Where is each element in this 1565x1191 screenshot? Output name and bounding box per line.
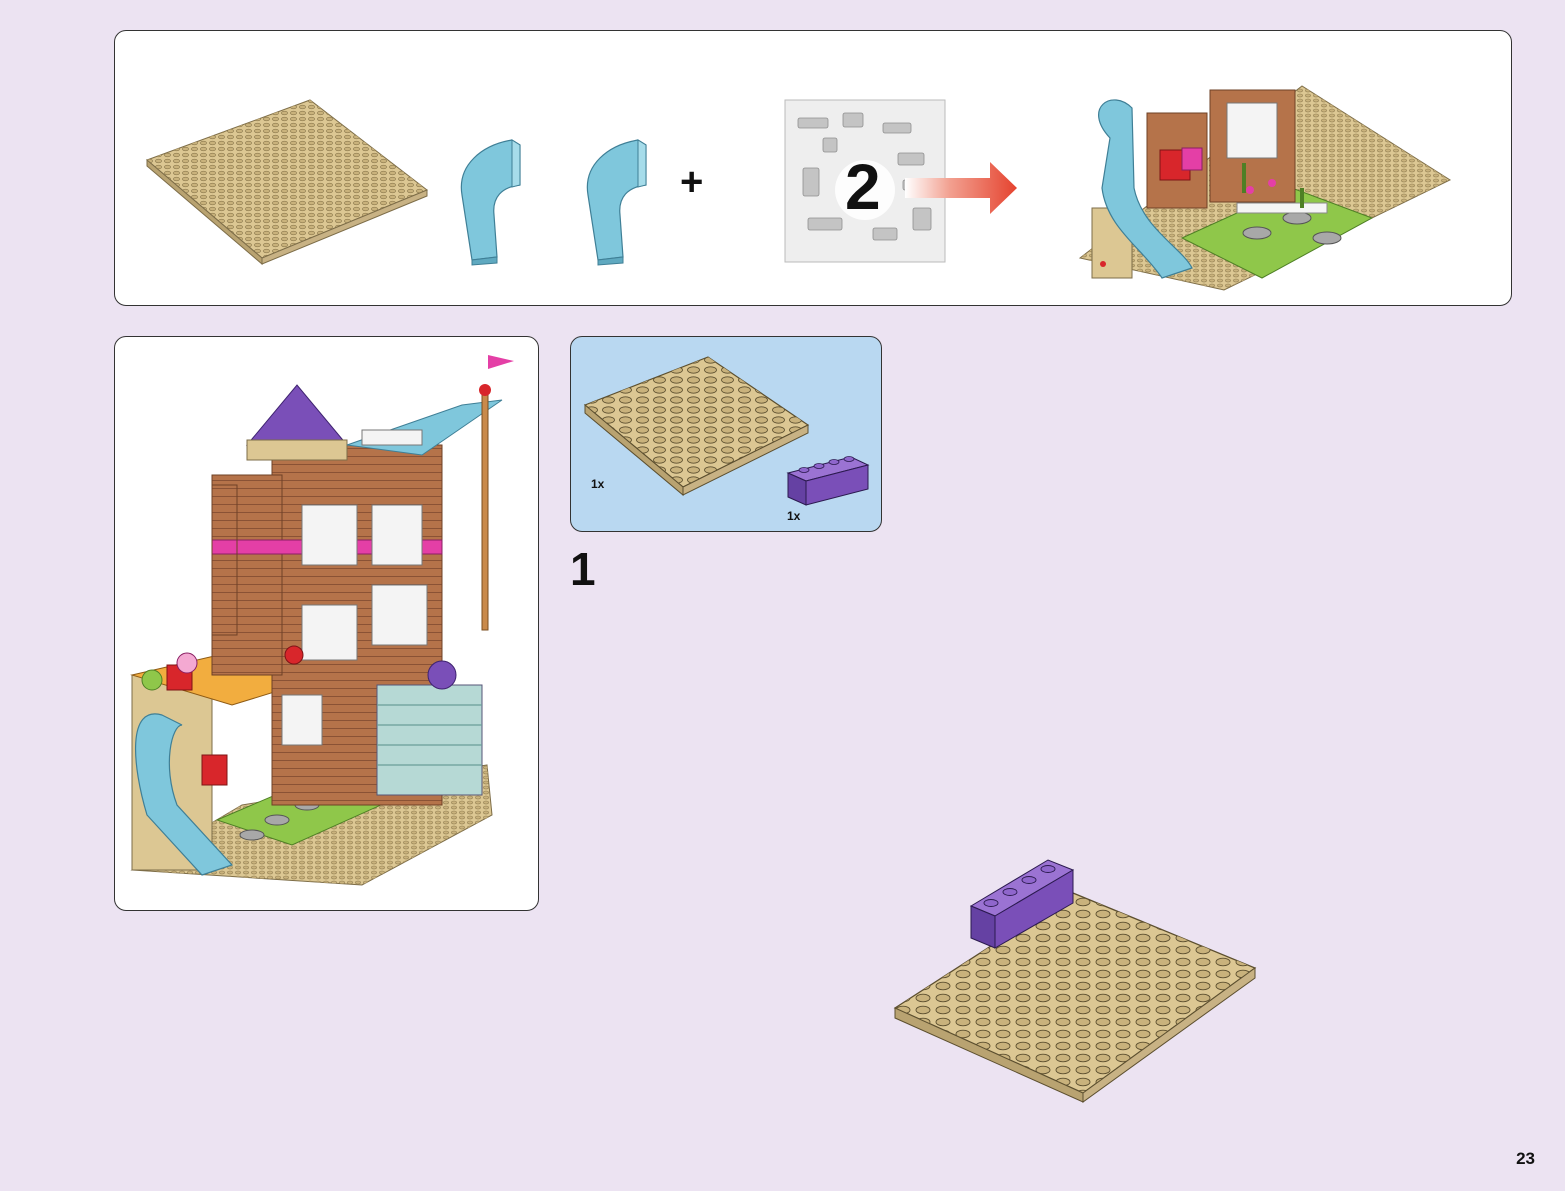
purple-brick-part-image — [786, 453, 871, 508]
plus-sign: + — [680, 160, 703, 205]
tan-plate-part-image — [583, 355, 813, 500]
arrow-right-icon — [905, 160, 1020, 216]
part-quantity: 1x — [787, 509, 800, 523]
baseplate-image — [145, 98, 430, 266]
part-quantity: 1x — [591, 477, 604, 491]
page-number: 23 — [1516, 1149, 1535, 1169]
parts-callout: 1x 1x — [570, 336, 882, 532]
slide-piece-image — [578, 135, 653, 265]
finished-house-model-image — [122, 345, 532, 895]
step-number: 1 — [570, 542, 596, 596]
bag-number: 2 — [845, 150, 881, 224]
completed-bag-preview-image — [1072, 68, 1454, 293]
slide-piece-image — [452, 135, 527, 265]
step-1-assembly-image — [893, 848, 1258, 1103]
